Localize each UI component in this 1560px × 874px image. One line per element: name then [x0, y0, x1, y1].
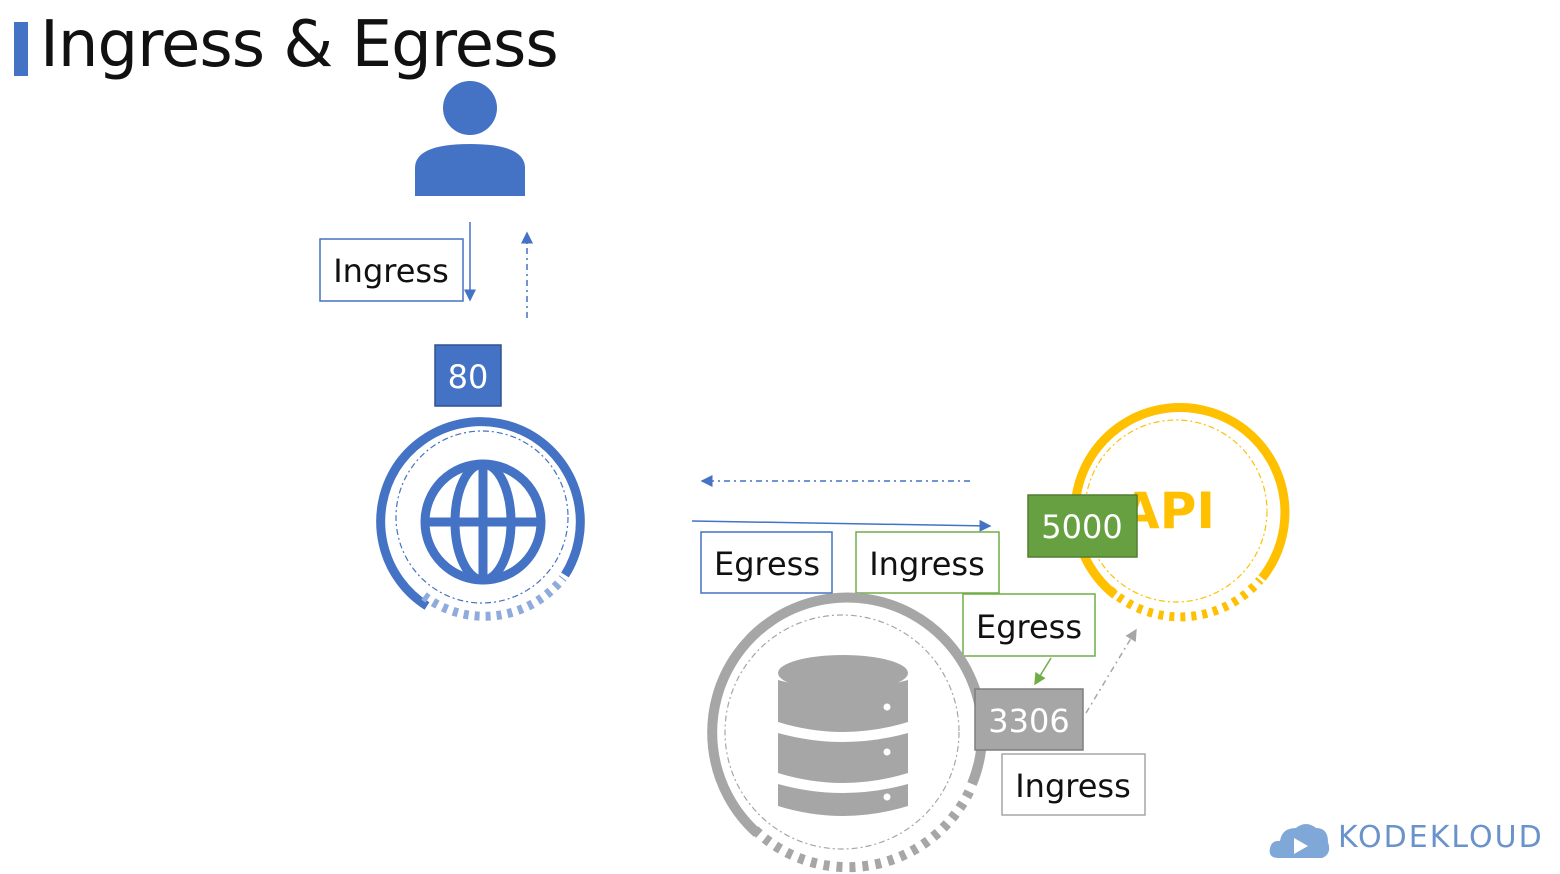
- svg-text:5000: 5000: [1041, 508, 1122, 546]
- svg-text:Egress: Egress: [714, 545, 820, 583]
- api-egress-label: Egress: [962, 593, 1096, 657]
- db-response-arrow: [1085, 628, 1137, 714]
- brand-logo: KODEKLOUD: [1268, 814, 1558, 864]
- web-egress-label: Egress: [700, 531, 833, 594]
- web-port-badge: 80: [434, 344, 502, 407]
- page-title: Ingress & Egress: [40, 8, 559, 82]
- web-server-node: [376, 417, 585, 621]
- svg-text:Ingress: Ingress: [333, 252, 449, 290]
- user-icon: [415, 81, 525, 196]
- brand-name: KODEKLOUD: [1338, 820, 1544, 855]
- globe-icon: [420, 459, 546, 585]
- svg-text:Egress: Egress: [976, 608, 1082, 646]
- db-ingress-label: Ingress: [1001, 753, 1146, 816]
- database-icon: [778, 655, 908, 816]
- api-ingress-label: Ingress: [855, 531, 1000, 594]
- api-port-badge: 5000: [1027, 494, 1138, 558]
- title-accent-bar: [14, 22, 28, 76]
- svg-text:3306: 3306: [988, 702, 1069, 740]
- db-port-badge: 3306: [974, 688, 1084, 751]
- user-ingress-label: Ingress: [319, 238, 464, 302]
- svg-text:Ingress: Ingress: [1015, 767, 1131, 805]
- web-to-api-arrow: [691, 519, 992, 532]
- database-node: [707, 592, 988, 873]
- cloud-logo-icon: [1269, 824, 1330, 858]
- svg-text:80: 80: [448, 358, 489, 396]
- api-to-db-arrow: [1034, 657, 1052, 686]
- svg-text:Ingress: Ingress: [869, 545, 985, 583]
